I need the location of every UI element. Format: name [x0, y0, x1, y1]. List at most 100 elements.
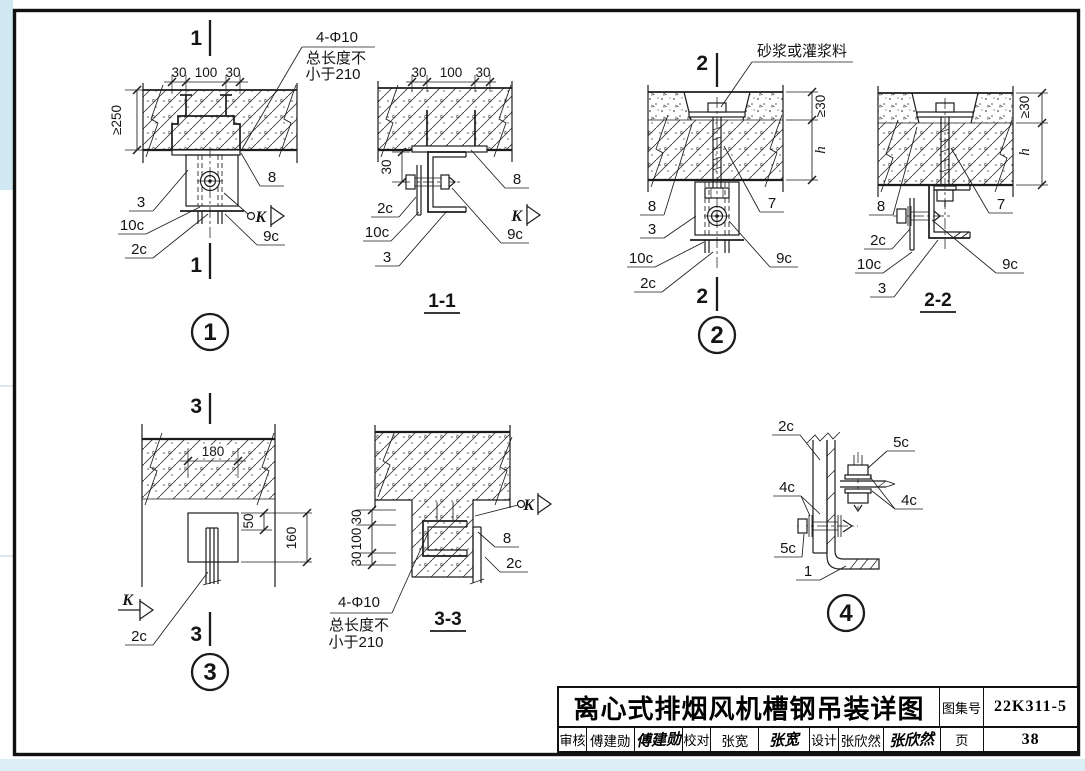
d4-label-2c: 2c: [778, 418, 794, 435]
d3-bubble-number: 3: [203, 659, 216, 686]
left-margin-rule: [0, 385, 13, 387]
d22-label-10c: 10c: [857, 256, 882, 273]
d1-dim-250: ≥250: [109, 105, 124, 135]
d33-view-k-label: K: [522, 497, 535, 514]
d2-dim-h: h: [813, 146, 829, 154]
d22-label-7: 7: [997, 196, 1005, 213]
detail-4: 2c 5c 4c 4c 5c 1 4: [772, 418, 923, 633]
d1-section-mark-bottom: 1: [190, 254, 202, 277]
d33-label-8: 8: [503, 530, 511, 547]
d1-note-line2: 总长度不: [306, 50, 366, 67]
atlas-number-label: 图集号: [939, 688, 983, 726]
signature-text: 傅建勋: [635, 731, 682, 751]
d22-title: 2-2: [924, 290, 951, 311]
d2-label-9c: 9c: [776, 250, 792, 267]
d33-title: 3-3: [434, 609, 461, 630]
d11-dim-100: 100: [440, 65, 463, 80]
d33-dim-30b: 30: [349, 551, 364, 566]
d33-dim-30a: 30: [349, 509, 364, 524]
d4-bubble: [826, 593, 866, 633]
reviewer-signature: 傅建勋: [633, 728, 682, 751]
d3-section-mark-top: 3: [190, 395, 202, 418]
designer-name: 张欣然: [837, 728, 883, 751]
signature-text: 张宽: [768, 732, 800, 750]
detail-2-2: ≥30 h 8 2c 10c 3 7 9c 2-2: [855, 86, 1048, 313]
d22-dim-30: ≥30: [1017, 96, 1032, 118]
nut: [797, 518, 808, 534]
d11-label-8: 8: [513, 171, 521, 188]
detail-1-1: 30 100 30 30 2c 10c 3 8 K: [363, 65, 542, 314]
reviewer-name: 傅建勋: [585, 728, 634, 751]
left-margin: [0, 0, 13, 771]
embedded-channel: [171, 115, 241, 150]
d2-label-7: 7: [768, 195, 776, 212]
detail-3: 3 3 180 50 160: [118, 393, 312, 692]
d3-bubble: [190, 652, 230, 692]
d11-label-9c: 9c: [507, 226, 523, 243]
title-block-top-row: 离心式排烟风机槽钢吊装详图 图集号 22K311-5: [559, 688, 1077, 728]
nut: [847, 464, 869, 476]
d2-label-2c: 2c: [640, 275, 656, 292]
d1-section-mark-top: 1: [190, 27, 202, 50]
proof-label: 校对: [681, 728, 711, 751]
d4-label-4c-right: 4c: [901, 492, 917, 509]
d22-dim-h: h: [1017, 148, 1033, 156]
detail-3-3: 30 100 30 K 8 2c 4-Φ10 总长度不 小于210 3-3: [328, 425, 553, 651]
d33-dim-100: 100: [349, 528, 364, 551]
d3-label-2c: 2c: [131, 628, 147, 645]
proofer-signature: 张宽: [758, 728, 809, 751]
nut: [847, 492, 869, 504]
d11-dim-30-right: 30: [475, 65, 490, 80]
d2-label-3: 3: [648, 221, 656, 238]
channel-section: [928, 184, 970, 239]
drawing-title: 离心式排烟风机槽钢吊装详图: [573, 693, 925, 724]
d4-label-4c-left: 4c: [779, 479, 795, 496]
d1-dim-30-left: 30: [171, 65, 186, 80]
embedded-channel-section: [422, 520, 467, 557]
d3-view-k-label: K: [121, 592, 134, 609]
d22-label-3: 3: [878, 280, 886, 297]
d33-note-line1: 4-Φ10: [338, 594, 380, 611]
d1-note-line1: 4-Φ10: [316, 29, 358, 46]
d1-view-k-label: K: [254, 209, 267, 226]
d2-label-8: 8: [648, 198, 656, 215]
d11-label-2c: 2c: [377, 200, 393, 217]
d22-label-8: 8: [877, 198, 885, 215]
d2-bubble: [697, 315, 737, 355]
d1-note-line3: 小于210: [305, 66, 360, 83]
d2-section-mark-top: 2: [696, 52, 708, 75]
d4-label-1: 1: [804, 563, 812, 580]
d3-dim-180: 180: [202, 444, 225, 459]
d11-label-10c: 10c: [365, 224, 390, 241]
d1-label-8: 8: [268, 169, 276, 186]
page-number: 38: [983, 728, 1077, 751]
view-direction-icon: [139, 599, 155, 621]
atlas-number: 22K311-5: [983, 688, 1077, 726]
title-block-bottom-row: 审核 傅建勋 傅建勋 校对 张宽 张宽 设计 张欣然 张欣然 页 38: [559, 728, 1077, 751]
d1-dim-30-right: 30: [225, 65, 240, 80]
d33-label-2c: 2c: [506, 555, 522, 572]
break-mark: [278, 84, 297, 158]
page-border: [12, 8, 1081, 757]
d3-section-mark-bottom: 3: [190, 623, 202, 646]
view-direction-icon: [270, 205, 286, 227]
review-label: 审核: [559, 733, 586, 748]
bottom-margin: [0, 759, 1085, 771]
signature-text: 张欣然: [888, 731, 935, 751]
proofer-name: 张宽: [710, 728, 758, 751]
d3-dim-50: 50: [241, 513, 256, 528]
d2-bubble-number: 2: [710, 322, 723, 349]
break-mark: [806, 431, 841, 444]
d3-dim-160: 160: [284, 527, 299, 550]
view-direction-icon: [526, 204, 542, 226]
design-label: 设计: [809, 728, 838, 751]
d1-bubble-number: 1: [203, 319, 216, 346]
d2-dim-30: ≥30: [813, 95, 828, 117]
d4-bubble-number: 4: [839, 600, 853, 627]
d11-title: 1-1: [428, 291, 456, 312]
d1-label-2c: 2c: [131, 241, 147, 258]
d1-dim-100: 100: [195, 65, 218, 80]
d1-label-3: 3: [137, 194, 145, 211]
